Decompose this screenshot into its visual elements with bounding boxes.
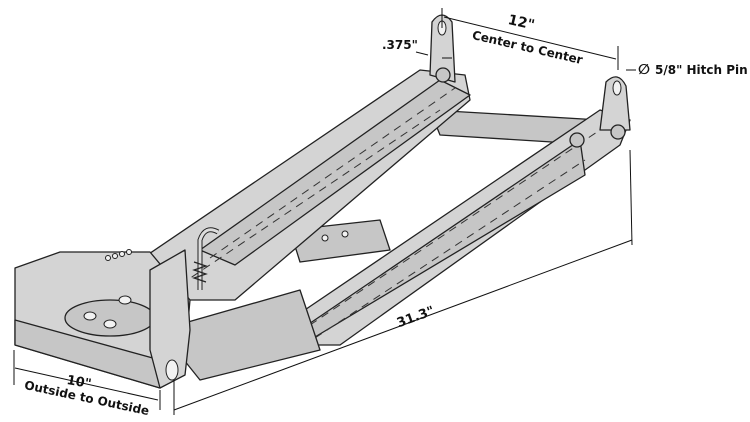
left-pin-tab	[429, 14, 456, 83]
hitch-pin-diameter-symbol: ∅	[638, 62, 650, 78]
bolt-head	[435, 67, 451, 83]
pivot-hole	[165, 359, 179, 381]
pin-hole	[612, 80, 622, 96]
bolt-head	[569, 132, 585, 148]
bolt-hole	[341, 230, 349, 238]
left-rail-top	[199, 79, 471, 266]
thickness-label: .375"	[382, 38, 418, 52]
front-side-plate	[149, 249, 191, 389]
bolt-hole	[321, 234, 329, 242]
hitch-pin-label: 5/8" Hitch Pin	[655, 63, 748, 77]
pivot-disc	[64, 299, 156, 337]
dimension-lines	[13, 8, 636, 415]
right-pin-tab	[599, 76, 631, 131]
spring-icon	[192, 261, 208, 283]
bolt-head	[610, 124, 626, 140]
